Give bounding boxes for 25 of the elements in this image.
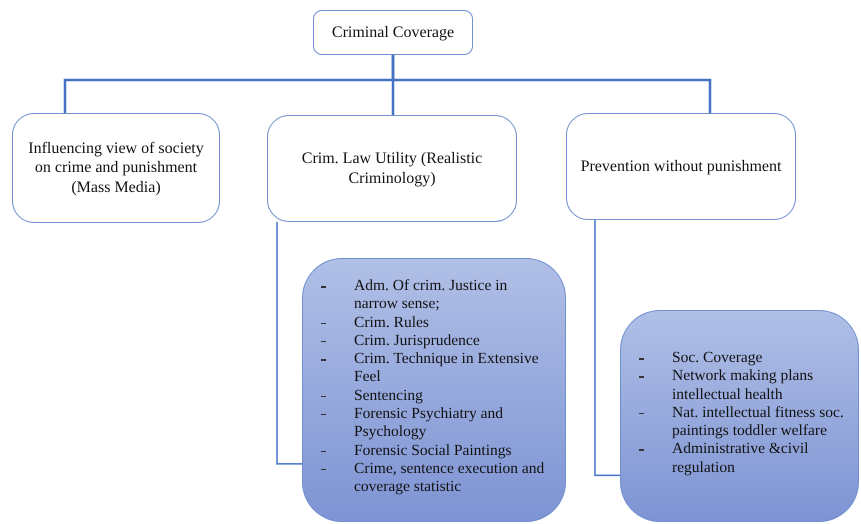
list-item: Crim. Jurisprudence [354, 332, 480, 350]
list-item: Administrative &civil regulation [672, 440, 810, 477]
connector-line [276, 222, 302, 465]
rounded-box [566, 113, 796, 220]
list-box [302, 258, 566, 522]
list-item: Crim. Technique in Extensive Feel [354, 350, 540, 387]
list-box [620, 310, 859, 522]
rounded-box [12, 113, 220, 223]
connector-line [594, 220, 620, 476]
box-label: Prevention without punishment [580, 156, 782, 176]
list-item: Forensic Psychiatry and Psychology [354, 404, 504, 442]
box-label: Crim. Law Utility (Realistic Criminology) [300, 149, 484, 188]
rounded-box [267, 115, 517, 222]
list-item: Crime, sentence execution and coverage statistic [354, 460, 546, 496]
rounded-box [313, 10, 473, 55]
list-item: Nat. intellectual fitness soc. paintings toddler welfare [672, 404, 845, 440]
list-item: Soc. Coverage [672, 349, 762, 368]
list-item: Network making plans intellectual health [672, 367, 814, 404]
box-label: Criminal Coverage [332, 22, 454, 42]
box-label: Influencing view of society on crime and punishment (Mass Media) [27, 139, 205, 197]
list-item: Sentencing [354, 386, 423, 405]
connector-line [392, 55, 712, 113]
list-item: Forensic Social Paintings [354, 442, 512, 460]
list-item: Adm. Of crim. Justice in narrow sense; [354, 277, 508, 314]
list-item: Crim. Rules [354, 314, 429, 332]
